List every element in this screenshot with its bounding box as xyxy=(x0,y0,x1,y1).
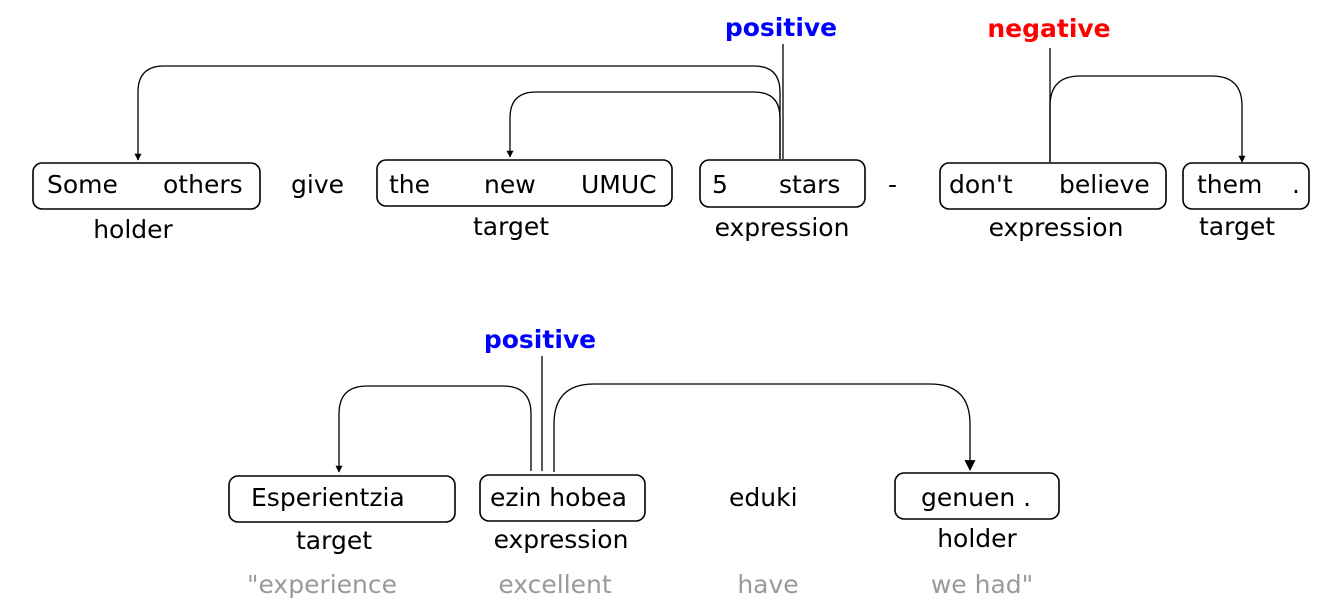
role-label-target-2: target xyxy=(1199,212,1275,241)
span-box-expression-3 xyxy=(479,474,646,522)
token-others: others xyxy=(163,170,243,199)
token-the: the xyxy=(389,170,430,199)
token-genuen: genuen . xyxy=(921,483,1031,512)
token-give: give xyxy=(291,170,344,199)
role-label-target: target xyxy=(473,212,549,241)
role-label-expression-2: expression xyxy=(989,213,1124,242)
arc-negative-expression-to-target xyxy=(1049,75,1246,163)
span-box-target-2 xyxy=(1182,162,1310,210)
span-box-target xyxy=(376,159,673,207)
token-believe: believe xyxy=(1059,170,1150,199)
arc-expression-to-target xyxy=(506,91,781,159)
gloss-have: have xyxy=(737,570,798,599)
gloss-we-had: we had" xyxy=(931,570,1033,599)
token-5: 5 xyxy=(712,170,728,199)
example-2: positive Esperientzia ezin hobea eduki g… xyxy=(228,325,1060,599)
role-label-expression: expression xyxy=(715,213,850,242)
token-dont: don't xyxy=(949,170,1013,199)
span-box-expression-2 xyxy=(939,162,1167,210)
span-box-holder xyxy=(32,162,261,210)
polarity-label-positive: positive xyxy=(725,13,837,42)
role-label-holder: holder xyxy=(93,215,173,244)
token-them: them xyxy=(1197,170,1262,199)
arc-expression-to-target-2 xyxy=(335,385,532,473)
arc-expression-to-holder-2 xyxy=(553,383,976,472)
arc-expression-to-holder xyxy=(134,65,781,161)
token-new: new xyxy=(484,170,536,199)
token-some: Some xyxy=(47,170,118,199)
token-dash: - xyxy=(888,170,897,199)
token-period: . xyxy=(1292,170,1300,199)
span-box-holder-2 xyxy=(894,472,1060,520)
token-ezin-hobea: ezin hobea xyxy=(490,483,627,512)
gloss-experience: "experience xyxy=(247,570,397,599)
role-label-expression-3: expression xyxy=(494,525,629,554)
token-eduki: eduki xyxy=(729,483,798,512)
example-1: positive negative Some others give the n… xyxy=(32,13,1310,244)
polarity-label-positive-2: positive xyxy=(484,325,596,354)
token-umuc: UMUC xyxy=(581,170,657,199)
polarity-label-negative: negative xyxy=(987,14,1110,43)
span-box-expression xyxy=(699,159,866,208)
role-label-target-3: target xyxy=(296,526,372,555)
token-stars: stars xyxy=(779,170,840,199)
role-label-holder-2: holder xyxy=(937,524,1017,553)
token-esperientzia: Esperientzia xyxy=(251,483,405,512)
gloss-excellent: excellent xyxy=(498,570,612,599)
span-box-target-3 xyxy=(228,475,456,523)
